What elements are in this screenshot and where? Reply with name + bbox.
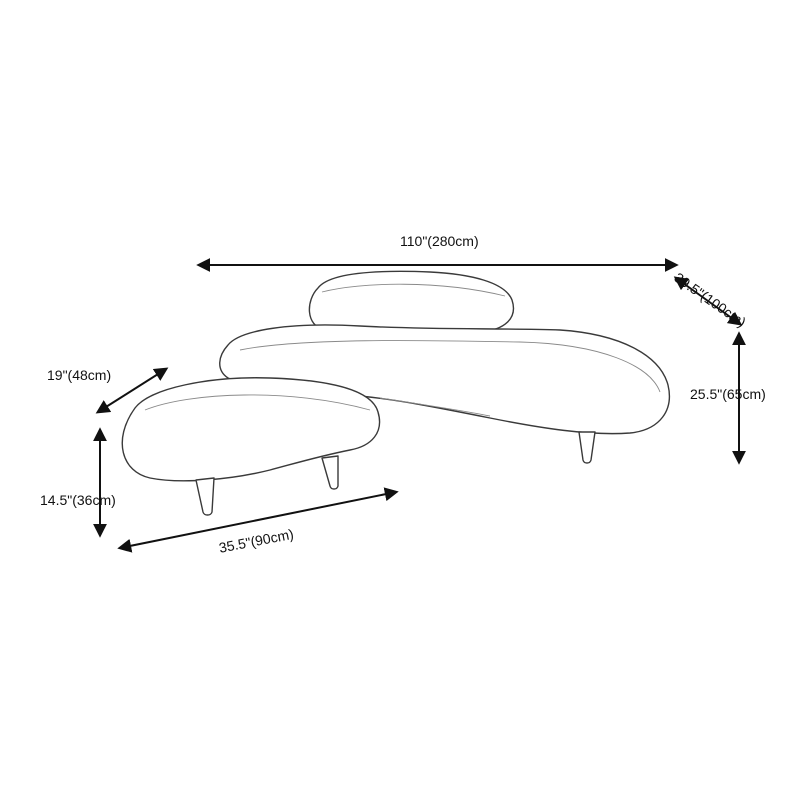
sofa-back-cushion <box>308 270 515 335</box>
sofa-base <box>379 397 491 417</box>
sofa-leg <box>578 431 596 464</box>
ottoman-depth-arrow <box>95 367 169 414</box>
ottoman-seat <box>121 377 381 482</box>
sofa-length-label: 110"(280cm) <box>400 233 479 249</box>
ottoman-leg-left <box>195 477 215 516</box>
sofa-height-label: 25.5"(65cm) <box>690 386 766 402</box>
ottoman-leg-right <box>321 455 339 490</box>
ottoman-height-label: 14.5"(36cm) <box>40 492 116 508</box>
sofa-seat-shading <box>239 340 661 393</box>
ottoman-depth-label: 19"(48cm) <box>47 367 112 383</box>
sofa-back-cushion-shading <box>321 283 506 297</box>
sofa-depth-arrow <box>673 276 743 326</box>
ottoman-length-arrow <box>117 487 399 553</box>
